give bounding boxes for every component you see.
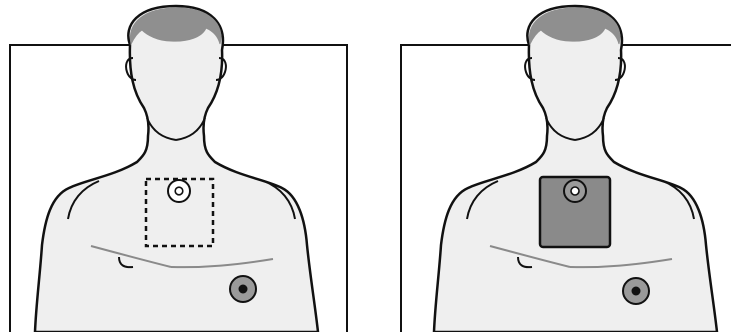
electrode-contact-icon [623,278,649,304]
electrode-contact-icon [168,180,190,202]
panel-left [10,6,347,332]
electrode-contact-icon [230,276,256,302]
electrode-contact-icon [564,180,586,202]
panel-right [401,6,731,332]
